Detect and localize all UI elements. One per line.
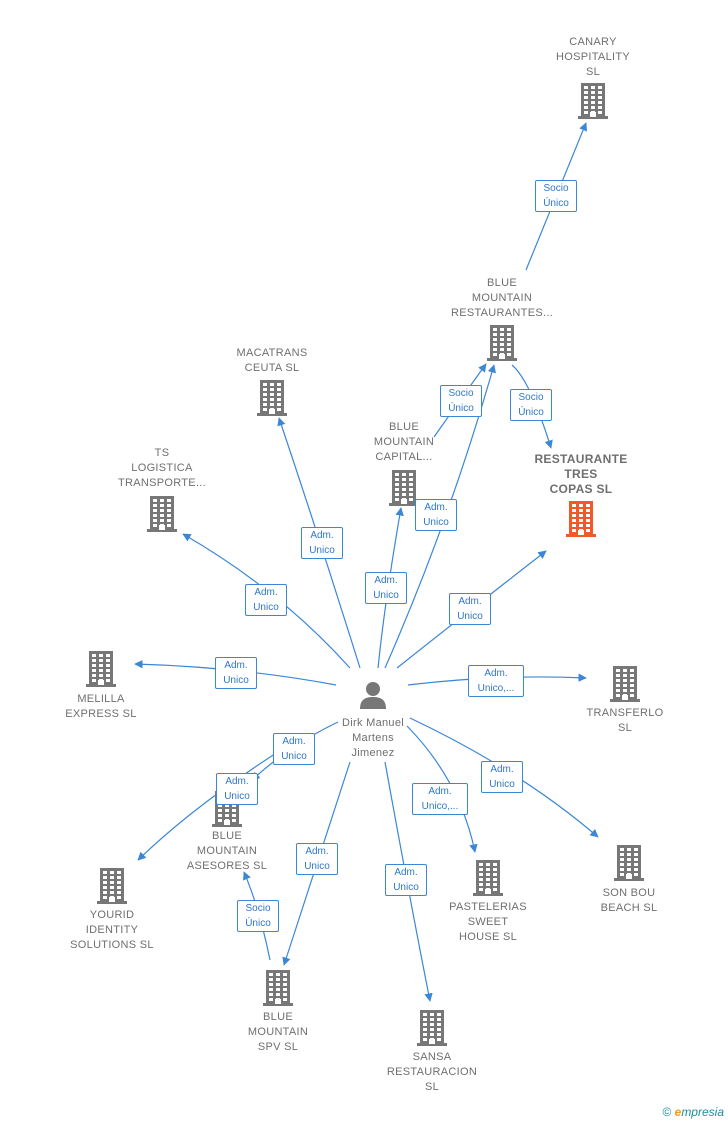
edge-label-person-to-ts[interactable]: Adm. Unico bbox=[245, 584, 287, 616]
person-icon[interactable] bbox=[358, 680, 388, 715]
building-icon[interactable] bbox=[145, 494, 179, 537]
building-icon[interactable] bbox=[471, 858, 505, 901]
node-label-bm-asesores: BLUE MOUNTAIN ASESORES SL bbox=[186, 830, 268, 872]
edge-label-person-to-sonbou[interactable]: Adm. Unico bbox=[481, 761, 523, 793]
node-label-tres-copas: RESTAURANTE TRES COPAS SL bbox=[534, 452, 628, 496]
brand-name: mpresia bbox=[681, 1105, 724, 1119]
building-icon[interactable] bbox=[387, 468, 421, 511]
building-icon[interactable] bbox=[608, 664, 642, 707]
edge-label-person-to-bm-spv[interactable]: Adm. Unico bbox=[296, 843, 338, 875]
building-icon[interactable] bbox=[95, 866, 129, 909]
node-label-sansa: SANSA RESTAURACION SL bbox=[386, 1051, 478, 1093]
edge-label-person-to-yourid[interactable]: Adm. Unico bbox=[216, 773, 258, 805]
node-label-bm-capital: BLUE MOUNTAIN CAPITAL... bbox=[373, 421, 435, 463]
edge-label-person-to-melilla[interactable]: Adm. Unico bbox=[215, 657, 257, 689]
node-label-bm-rest: BLUE MOUNTAIN RESTAURANTES... bbox=[450, 277, 554, 319]
edge-label-bm-rest-to-tres-copas[interactable]: Socio Único bbox=[510, 389, 552, 421]
edge-label-bm-spv-to-bm-asesores[interactable]: Socio Único bbox=[237, 900, 279, 932]
edge-label-person-to-sansa[interactable]: Adm. Unico bbox=[385, 864, 427, 896]
building-icon[interactable] bbox=[485, 323, 519, 366]
node-label-melilla: MELILLA EXPRESS SL bbox=[65, 693, 137, 720]
node-label-sonbou: SON BOU BEACH SL bbox=[600, 887, 658, 914]
node-label-macatrans: MACATRANS CEUTA SL bbox=[236, 347, 308, 374]
copyright-symbol: © bbox=[662, 1105, 672, 1119]
node-label-transferlo: TRANSFERLO SL bbox=[586, 707, 664, 734]
edge-label-person-to-bm-rest[interactable]: Adm. Unico bbox=[415, 499, 457, 531]
building-icon[interactable] bbox=[255, 378, 289, 421]
edge-label-person-to-tres-copas[interactable]: Adm. Unico bbox=[449, 593, 491, 625]
node-label-yourid: YOURID IDENTITY SOLUTIONS SL bbox=[70, 909, 154, 951]
brand-initial: e bbox=[674, 1105, 682, 1119]
node-label-pastelerias: PASTELERIAS SWEET HOUSE SL bbox=[449, 901, 527, 943]
edge-label-bm-rest-to-canary[interactable]: Socio Único bbox=[535, 180, 577, 212]
building-icon[interactable] bbox=[612, 843, 646, 886]
node-label-canary: CANARY HOSPITALITY SL bbox=[556, 36, 630, 78]
building-icon[interactable] bbox=[564, 499, 598, 542]
edge-label-person-to-bm-asesores[interactable]: Adm. Unico bbox=[273, 733, 315, 765]
edge-label-person-to-transferlo[interactable]: Adm. Unico,... bbox=[468, 665, 524, 697]
edge-label-person-to-pastelerias[interactable]: Adm. Unico,... bbox=[412, 783, 468, 815]
brand-footer: © empresia bbox=[662, 1105, 724, 1119]
building-icon[interactable] bbox=[576, 81, 610, 124]
node-label-ts: TS LOGISTICA TRANSPORTE... bbox=[117, 447, 207, 489]
building-icon[interactable] bbox=[415, 1008, 449, 1051]
node-label-bm-spv: BLUE MOUNTAIN SPV SL bbox=[247, 1011, 309, 1053]
edge-label-person-to-macatrans[interactable]: Adm. Unico bbox=[301, 527, 343, 559]
building-icon[interactable] bbox=[261, 968, 295, 1011]
edge-label-bm-capital-to-bm-rest[interactable]: Socio Único bbox=[440, 385, 482, 417]
node-label-person: Dirk Manuel Martens Jimenez bbox=[342, 717, 404, 759]
edge-label-person-to-bm-capital[interactable]: Adm. Unico bbox=[365, 572, 407, 604]
building-icon[interactable] bbox=[84, 649, 118, 692]
